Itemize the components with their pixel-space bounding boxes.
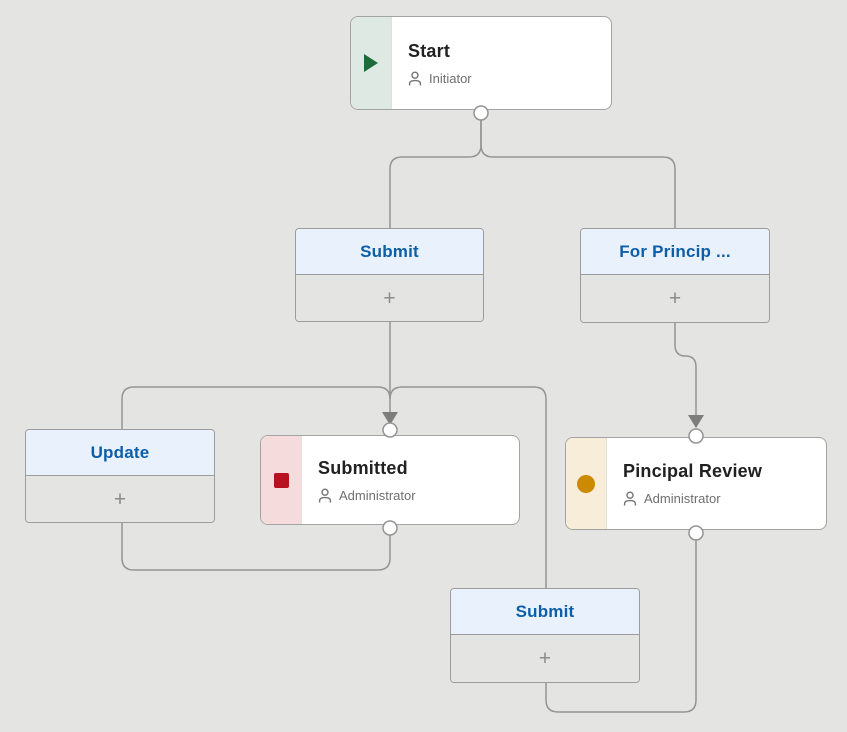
action-for-principal[interactable]: For Princip ... + xyxy=(580,228,770,323)
person-icon xyxy=(623,491,637,506)
assignee-label: Initiator xyxy=(429,70,472,86)
start-stripe xyxy=(351,17,392,109)
action-submit-top[interactable]: Submit + xyxy=(295,228,484,322)
circle-icon xyxy=(577,474,595,493)
principal-stripe xyxy=(566,438,607,529)
add-action-button[interactable]: + xyxy=(538,647,552,670)
assignee-row: Initiator xyxy=(408,71,611,86)
play-icon xyxy=(364,54,378,72)
action-update[interactable]: Update + xyxy=(25,429,215,523)
arrowhead-into-submitted xyxy=(382,412,398,425)
action-footer: + xyxy=(296,275,483,321)
square-icon xyxy=(273,472,289,488)
action-submit-bottom[interactable]: Submit + xyxy=(450,588,640,683)
arrowhead-into-principal-review xyxy=(688,415,704,428)
add-action-button[interactable]: + xyxy=(668,287,682,310)
connector-start-to-submit xyxy=(389,113,482,228)
action-footer: + xyxy=(581,275,769,322)
submitted-body: Submitted Administrator xyxy=(302,436,519,524)
start-body: Start Initiator xyxy=(392,17,611,109)
node-submitted[interactable]: Submitted Administrator xyxy=(260,435,520,525)
connector-start-to-for-principal xyxy=(480,113,676,228)
node-start[interactable]: Start Initiator xyxy=(350,16,612,110)
node-principal-review[interactable]: Pincipal Review Administrator xyxy=(565,437,827,530)
assignee-row: Administrator xyxy=(623,491,826,506)
node-title: Start xyxy=(408,40,451,61)
action-label-button[interactable]: Submit xyxy=(296,229,483,275)
assignee-row: Administrator xyxy=(318,488,519,503)
action-label-button[interactable]: Update xyxy=(26,430,214,476)
person-icon xyxy=(408,70,422,85)
principal-body: Pincipal Review Administrator xyxy=(607,438,826,529)
add-action-button[interactable]: + xyxy=(113,487,127,511)
assignee-label: Administrator xyxy=(644,491,721,506)
node-title: Submitted xyxy=(318,457,408,478)
person-icon xyxy=(318,487,332,502)
submitted-stripe xyxy=(261,436,302,524)
assignee-label: Administrator xyxy=(339,487,416,503)
node-title: Pincipal Review xyxy=(623,461,763,481)
action-label-button[interactable]: For Princip ... xyxy=(581,229,769,275)
connector-for-principal-to-principal-review xyxy=(674,323,697,415)
action-label-button[interactable]: Submit xyxy=(451,589,639,635)
add-action-button[interactable]: + xyxy=(383,286,396,310)
action-footer: + xyxy=(451,635,639,682)
action-footer: + xyxy=(26,476,214,522)
